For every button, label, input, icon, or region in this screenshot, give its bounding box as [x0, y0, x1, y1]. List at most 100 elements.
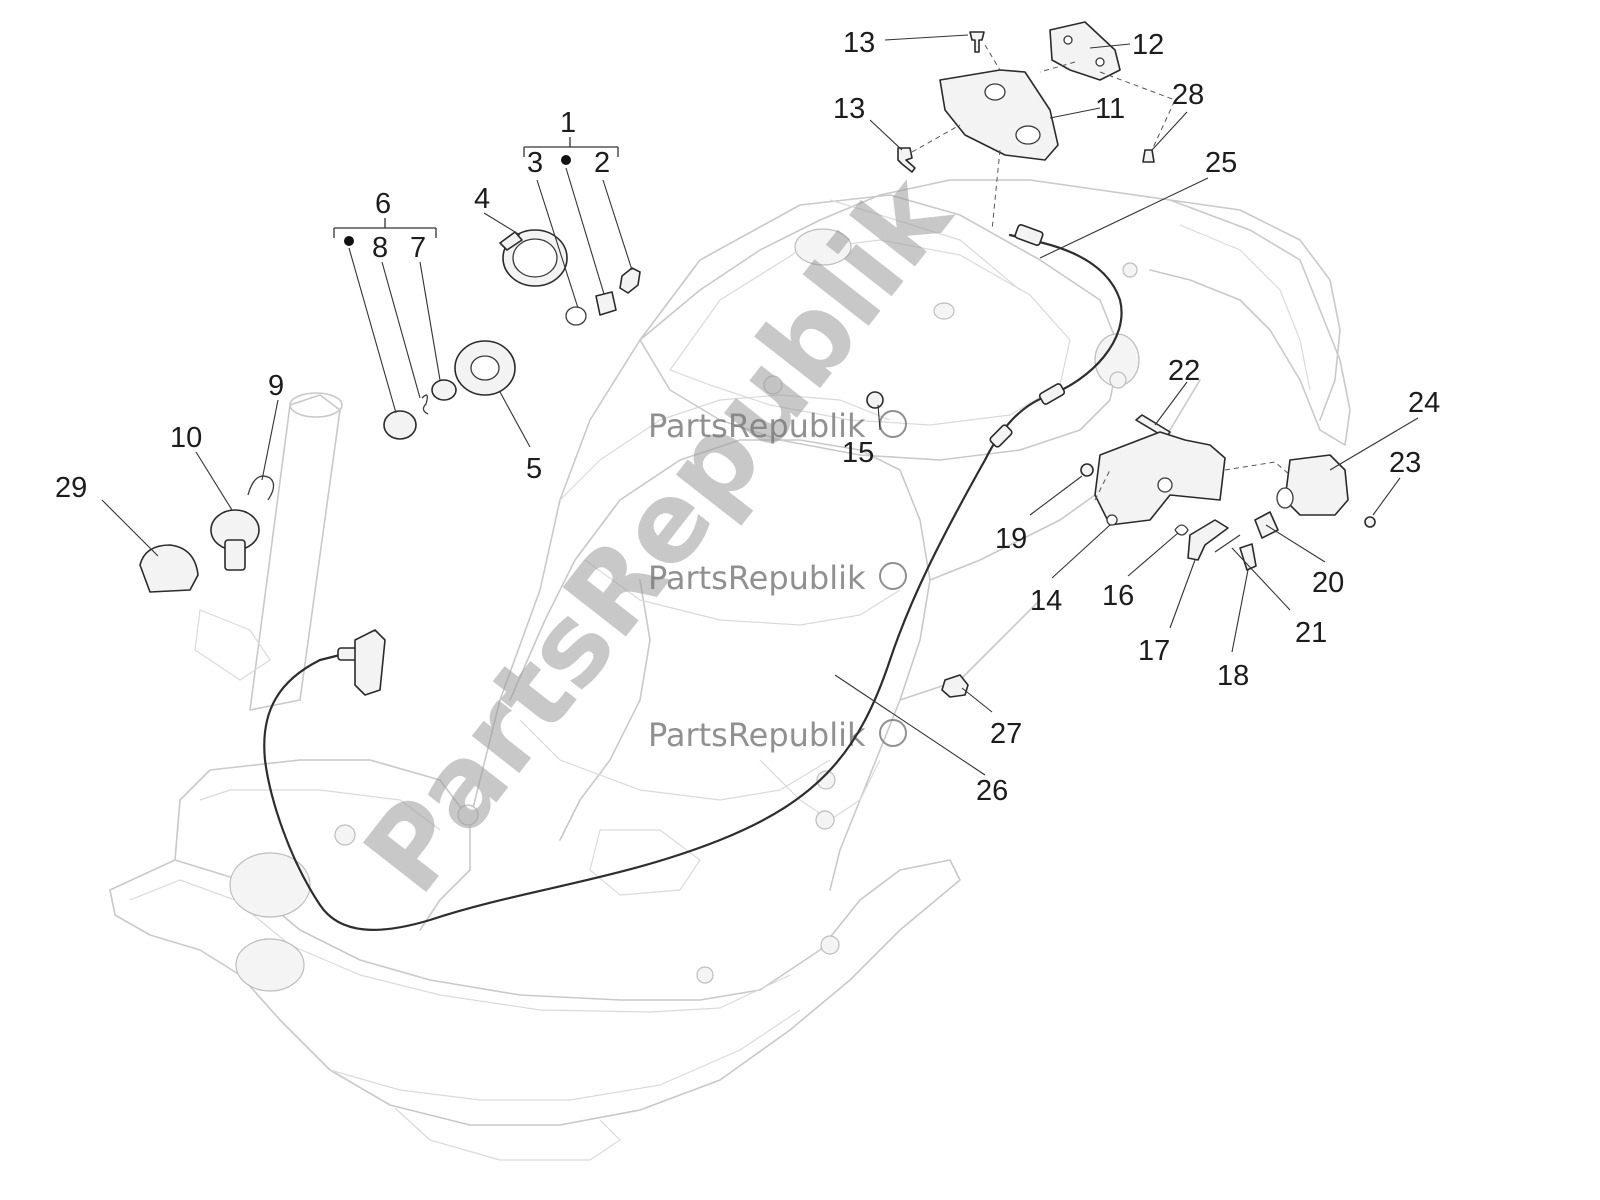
callout-1: 1: [560, 107, 576, 139]
parts: [139, 21, 1376, 698]
part-8-spring: [421, 394, 429, 415]
watermark-gear-icon-3: [879, 719, 907, 747]
floor-hole-1: [229, 852, 311, 918]
callout-2: 2: [594, 147, 610, 179]
helmet-compartment: [639, 194, 1121, 461]
part-24-plunger: [1276, 487, 1294, 509]
part-11-boss: [1015, 125, 1041, 145]
callout-3: 3: [527, 147, 543, 179]
part-3-seal: [565, 306, 587, 326]
part-4-tab: [499, 231, 523, 251]
callout-14: 14: [1030, 585, 1062, 617]
cable-end-fitting-upper: [1014, 224, 1044, 246]
callout-23: 23: [1389, 447, 1421, 479]
watermark-layer: PartsRepublik PartsRepublik PartsRepubli…: [340, 151, 977, 916]
part-2-key: [619, 267, 641, 294]
tunnel-lower-ridge: [519, 719, 831, 801]
tunnel-cross-ridge: [584, 559, 901, 626]
rear-fender: [1149, 199, 1351, 446]
inner-panel-upper: [509, 439, 901, 701]
callout-24: 24: [1408, 387, 1440, 419]
bracket-6-dot: [344, 236, 354, 246]
floor-bolt-3: [820, 935, 840, 955]
panel-bolt-1: [763, 375, 783, 395]
steering-column-top: [289, 392, 343, 418]
floor-bolt-2: [815, 810, 835, 830]
callout-5: 5: [526, 453, 542, 485]
part-4-ring-inner: [512, 238, 558, 278]
callout-20: 20: [1312, 567, 1344, 599]
left-tunnel: [174, 759, 471, 931]
callout-17: 17: [1138, 635, 1170, 667]
callout-25: 25: [1205, 147, 1237, 179]
part-17-lever: [1187, 519, 1229, 561]
left-tunnel-edge: [199, 789, 441, 831]
part-13-screw-top: [969, 31, 985, 53]
cable-end-bracket-left: [354, 629, 386, 696]
cable-adjuster: [1038, 383, 1066, 405]
part-16-spring: [1174, 524, 1189, 536]
part-19-nut: [1080, 463, 1094, 477]
part-14-latch-plate: [1094, 431, 1226, 526]
watermark-large: PartsRepublik: [340, 151, 977, 916]
column-bracket: [194, 609, 271, 681]
part-13-screw-side: [897, 147, 916, 173]
part-14-hole-2: [1157, 477, 1173, 493]
floorboard-nose: [394, 1107, 621, 1161]
rear-fender-edge: [1179, 224, 1311, 391]
part-11-hinge-bracket: [939, 69, 1059, 161]
callout-22: 22: [1168, 355, 1200, 387]
frame-bolt-2: [1109, 371, 1127, 389]
part-29-cover: [139, 544, 199, 593]
watermark-gear-icon-2: [879, 562, 907, 590]
part-27-cable-clip: [941, 674, 969, 698]
part-6-cap: [383, 410, 417, 440]
part-9-clip: [247, 475, 275, 501]
watermark-small-2: PartsRepublik: [648, 559, 866, 597]
callout-26: 26: [976, 775, 1008, 807]
bracket-1-dot: [561, 155, 571, 165]
frame-bolt-1: [1122, 262, 1138, 278]
part-15-nut: [866, 391, 884, 409]
inner-panel-ridge: [559, 394, 891, 501]
callout-11: 11: [1095, 93, 1125, 125]
floorboard-inner-edge: [129, 879, 791, 1013]
cable-end-left: [318, 653, 342, 662]
callout-12: 12: [1132, 29, 1164, 61]
cable-sleeve: [989, 424, 1013, 448]
floor-recess: [589, 829, 701, 896]
callout-29: 29: [55, 472, 87, 504]
callout-27: 27: [990, 718, 1022, 750]
part-21-spring: [1214, 534, 1241, 553]
panel-bolt-2: [816, 770, 836, 790]
callout-4: 4: [474, 183, 490, 215]
compartment-lip: [829, 199, 1021, 291]
part-12-hole: [1063, 35, 1073, 45]
callout-6: 6: [375, 188, 391, 220]
floor-bolt-5: [457, 804, 479, 826]
watermark-gear-icon-1: [879, 410, 907, 438]
cables: [263, 224, 1123, 931]
part-23-nut: [1364, 516, 1376, 528]
callout-10: 10: [170, 422, 202, 454]
part-28-pin: [1142, 149, 1155, 163]
floorboard: [109, 859, 961, 1126]
part-3-lock-barrel: [595, 291, 617, 316]
part-5-keyway: [470, 355, 500, 381]
callout-18: 18: [1217, 660, 1249, 692]
compartment-hole-1: [794, 228, 852, 266]
steering-column: [249, 394, 341, 711]
center-tunnel-left: [559, 579, 651, 841]
floor-hole-2: [235, 938, 305, 992]
callout-13-top: 13: [843, 27, 875, 59]
part-12-hinge-plate: [1049, 21, 1121, 81]
part-11-boss-2: [984, 83, 1006, 101]
callout-7: 7: [410, 232, 426, 264]
seat-release-cable: [263, 233, 1123, 931]
floorboard-lower-edge: [329, 1009, 801, 1101]
watermark-small-3: PartsRepublik: [648, 716, 866, 754]
callout-8: 8: [372, 232, 388, 264]
leaders: [101, 34, 1419, 776]
